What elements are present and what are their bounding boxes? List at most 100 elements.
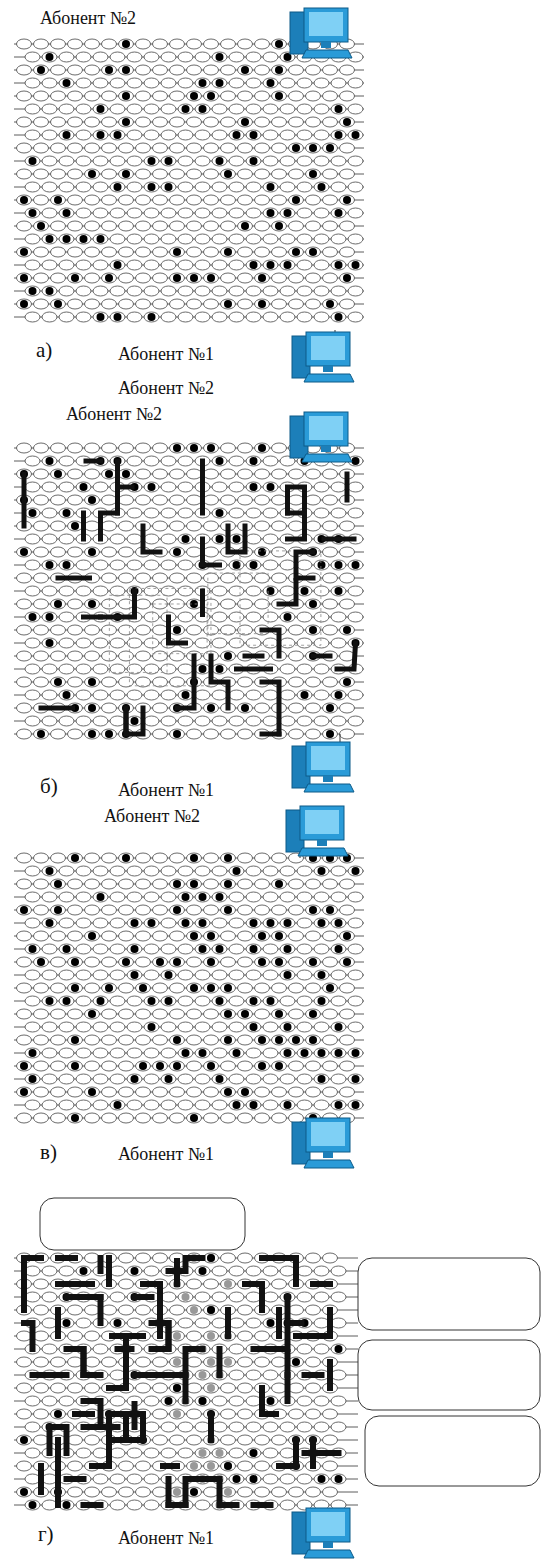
grid-cell [25,534,40,544]
grid-cell [221,1061,236,1071]
grid-cell [110,260,125,270]
grid-cell [246,52,261,62]
grid-cell [59,716,74,726]
grid-cell [110,560,125,570]
active-node [148,919,156,927]
grid-cell [136,983,151,993]
grid-cell [263,918,278,928]
grid-cell [153,1009,168,1019]
grid-cell [306,1253,321,1263]
active-node [258,300,266,308]
grid-cell [289,495,304,505]
active-node [173,626,181,634]
active-node [335,561,343,569]
grid-cell [102,273,117,283]
active-node [326,906,334,914]
active-node [182,105,190,113]
grid-cell [348,286,363,296]
active-node [20,1088,28,1096]
grid-cell [272,1279,287,1289]
grid-cell [306,625,321,635]
grid-cell [102,547,117,557]
grid-cell [331,918,346,928]
grid-cell [102,195,117,205]
grid-cell [340,547,355,557]
grid-cell [93,78,108,88]
grid-cell [42,1100,57,1110]
grid-cell [289,195,304,205]
active-node [284,1023,292,1031]
active-node [131,717,139,725]
grid-cell [323,143,338,153]
grid-cell [85,247,100,257]
grid-cell [297,944,312,954]
grid-cell [263,970,278,980]
grid-cell [255,195,270,205]
grid-cell [93,1100,108,1110]
active-node [267,209,275,217]
active-node [63,79,71,87]
grid-cell [93,260,108,270]
grid-cell [204,1305,219,1315]
grid-cell [161,944,176,954]
grid-cell [238,879,253,889]
grid-cell [153,651,168,661]
active-node [352,261,360,269]
grid-cell [136,931,151,941]
grid-cell [51,1357,66,1367]
active-node [241,1088,249,1096]
grid-cell [229,612,244,622]
grid-cell [221,273,236,283]
grid-cell [195,78,210,88]
grid-cell [263,104,278,114]
grid-cell [25,208,40,218]
grid-cell [102,495,117,505]
grid-cell [127,1100,142,1110]
active-node [216,893,224,901]
grid-cell [229,130,244,140]
grid-cell [119,905,134,915]
grid-cell [170,1113,185,1123]
grid-cell [110,690,125,700]
grid-cell [59,482,74,492]
grid-cell [297,1022,312,1032]
grid-cell [297,586,312,596]
grid-cell [161,970,176,980]
grid-cell [178,508,193,518]
grid-cell [348,508,363,518]
grid-cell [144,1022,159,1032]
active-node [20,196,28,204]
grid-cell [144,996,159,1006]
grid-cell [340,1035,355,1045]
grid-cell [297,130,312,140]
grid-cell [110,104,125,114]
grid-cell [348,918,363,928]
grid-cell [153,521,168,531]
grid-cell [144,690,159,700]
active-node [88,678,96,686]
grid-cell [238,957,253,967]
active-node [173,906,181,914]
grid-cell [25,508,40,518]
grid-cell [187,169,202,179]
grid-cell [161,892,176,902]
active-node [216,945,224,953]
grid-cell [34,143,49,153]
grid-cell [340,169,355,179]
grid-cell [144,716,159,726]
grid-cell [246,1022,261,1032]
grid-cell [119,143,134,153]
grid-cell [306,195,321,205]
grid-cell [246,612,261,622]
grid-cell [238,495,253,505]
grid-cell [238,273,253,283]
grid-cell [76,1048,91,1058]
grid-cell [255,1113,270,1123]
grid-cell [153,495,168,505]
grid-cell [340,1009,355,1019]
grid-cell [119,169,134,179]
grid-cell [153,853,168,863]
grid-cell [204,1035,219,1045]
grid-cell [280,918,295,928]
grid-cell [178,456,193,466]
